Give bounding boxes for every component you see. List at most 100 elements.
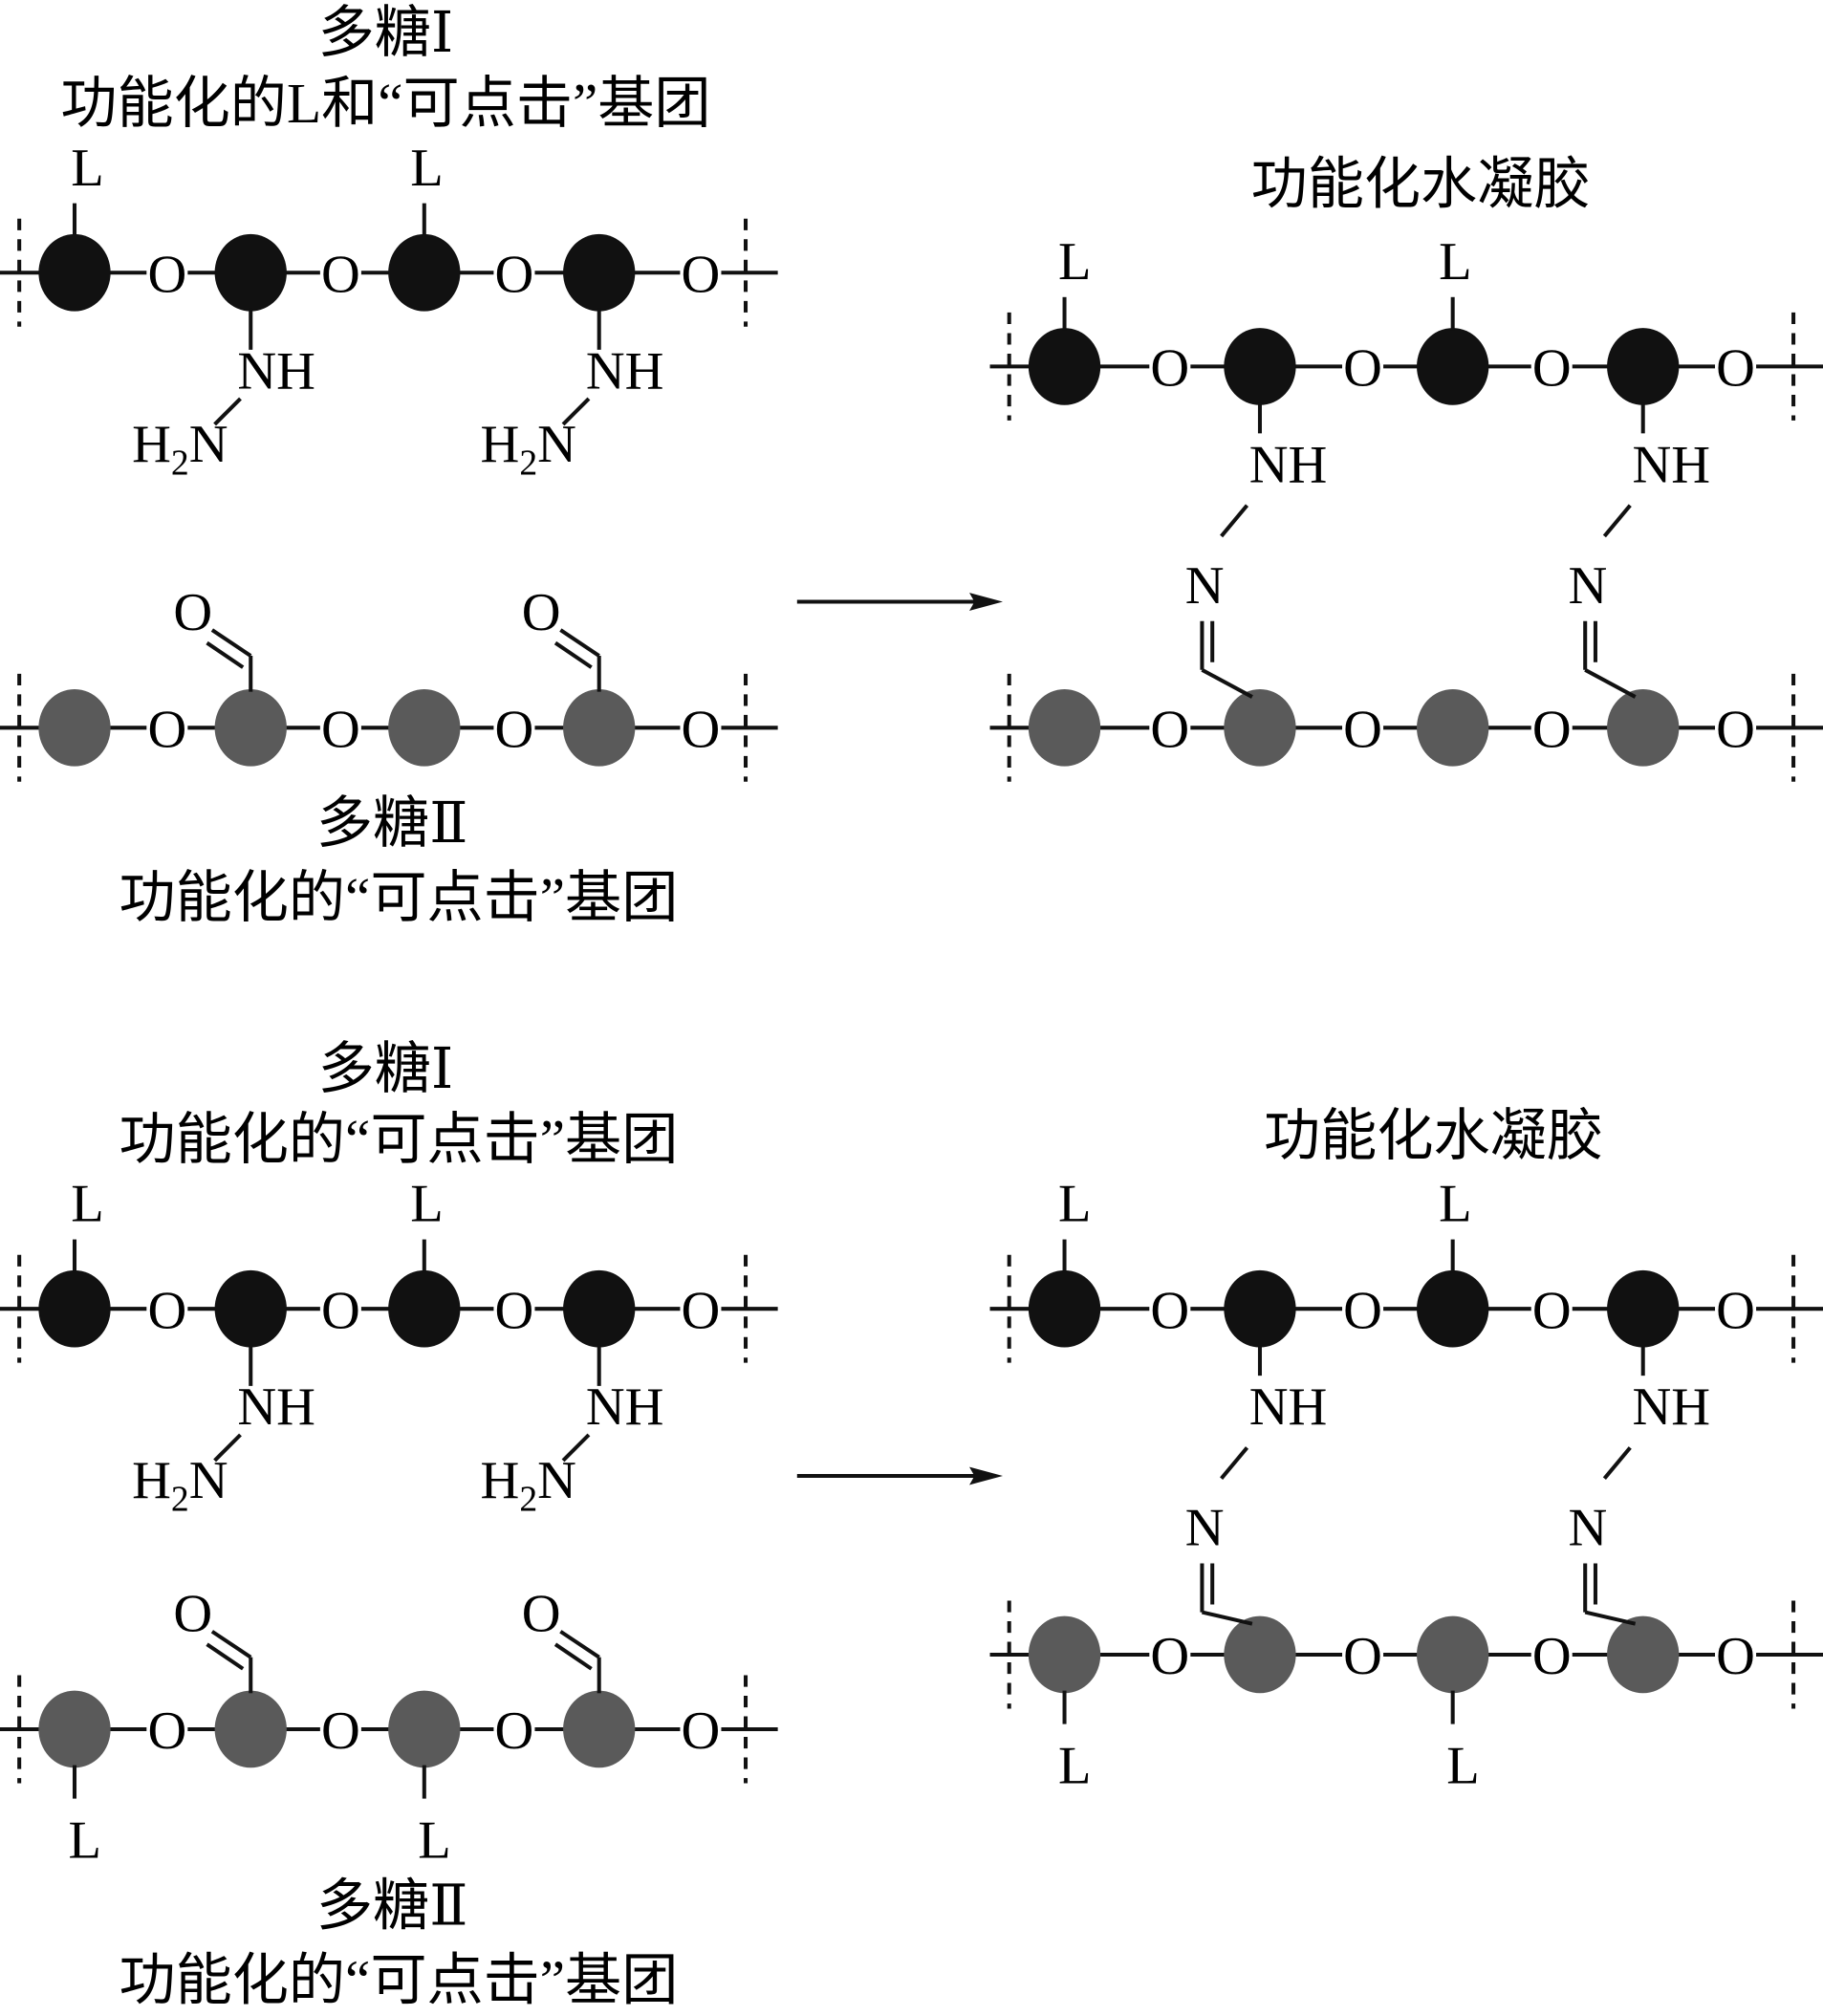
glycosidic-oxygen: O	[682, 1281, 721, 1340]
imine-n: N	[1569, 1499, 1608, 1558]
glycosidic-oxygen: O	[1343, 339, 1382, 399]
polysaccharide-2-monomer	[214, 688, 287, 767]
h2n-label: H2N	[132, 1451, 228, 1519]
o-gap	[146, 1280, 188, 1337]
glycosidic-oxygen: O	[321, 1702, 360, 1761]
glycosidic-oxygen: O	[1150, 700, 1189, 759]
polysaccharide-2-subtitle: 功能化的“可点击”基团	[119, 866, 678, 929]
h2n-label: H2N	[132, 415, 228, 483]
glycosidic-oxygen: O	[1150, 1627, 1189, 1686]
o-gap	[319, 244, 361, 301]
hydrogel-chain-2-monomer	[1607, 1615, 1680, 1694]
glycosidic-oxygen: O	[682, 245, 721, 304]
ligand-L: L	[410, 139, 444, 198]
polysaccharide-1-monomer	[563, 1269, 636, 1348]
h2n-h: H	[481, 1451, 520, 1510]
nh-group: NH	[1249, 435, 1328, 494]
nn-bond	[561, 1433, 591, 1463]
h2n-h: H	[132, 415, 171, 474]
polysaccharide-1-title: 多糖Ⅰ	[318, 1037, 454, 1100]
nn-bond	[1220, 1446, 1249, 1481]
h2n-h: H	[481, 415, 520, 474]
aldehyde-oxygen: O	[522, 1585, 561, 1644]
nn-bond	[1602, 504, 1632, 538]
arrowhead-icon	[969, 1466, 1003, 1485]
o-gap	[1715, 1626, 1757, 1683]
glycosidic-oxygen: O	[1343, 1281, 1382, 1340]
o-gap	[680, 1701, 722, 1758]
aldehyde-oxygen: O	[173, 583, 212, 642]
h2n-label: H2N	[481, 415, 576, 483]
o-gap	[493, 244, 535, 301]
ligand-L: L	[1446, 1736, 1480, 1795]
polysaccharide-2-monomer	[388, 688, 461, 767]
nn-bond	[561, 397, 591, 426]
o-gap	[146, 244, 188, 301]
glycosidic-oxygen: O	[1532, 339, 1572, 399]
o-gap	[1715, 699, 1757, 756]
polysaccharide-2-subtitle: 功能化的“可点击”基团	[119, 1948, 678, 2011]
glycosidic-oxygen: O	[682, 1702, 721, 1761]
hydrogel-chain-2-monomer	[1417, 1615, 1489, 1694]
glycosidic-oxygen: O	[1716, 339, 1755, 399]
ligand-L: L	[69, 1810, 102, 1870]
o-gap	[1715, 1280, 1757, 1337]
aldehyde-oxygen: O	[522, 583, 561, 642]
h2n-n: N	[537, 415, 576, 474]
o-gap	[1149, 1280, 1191, 1337]
h2n-subscript: 2	[171, 1479, 189, 1519]
nn-bond	[1220, 504, 1249, 538]
polysaccharide-2-monomer	[38, 688, 111, 767]
polysaccharide-2-monomer	[214, 1690, 287, 1768]
polysaccharide-2-title: 多糖Ⅱ	[316, 1874, 468, 1937]
polysaccharide-1-monomer	[388, 1269, 461, 1348]
cn-bond	[1584, 668, 1637, 699]
o-gap	[319, 1280, 361, 1337]
glycosidic-oxygen: O	[321, 245, 360, 304]
polysaccharide-1-monomer	[563, 233, 636, 312]
o-gap	[146, 699, 188, 756]
h2n-subscript: 2	[519, 443, 537, 483]
glycosidic-oxygen: O	[1343, 1627, 1382, 1686]
co-double-bond	[553, 1642, 593, 1671]
polysaccharide-2-monomer	[563, 688, 636, 767]
hydrogel-chain-1-monomer	[1607, 328, 1680, 405]
polysaccharide-1-monomer	[38, 1269, 111, 1348]
glycosidic-oxygen: O	[495, 1702, 534, 1761]
glycosidic-oxygen: O	[495, 245, 534, 304]
glycosidic-oxygen: O	[1532, 1281, 1572, 1340]
nh-group: NH	[1633, 1377, 1711, 1437]
polysaccharide-1-monomer	[214, 233, 287, 312]
hydrogel-title: 功能化水凝胶	[1264, 1104, 1603, 1167]
polysaccharide-2-title: 多糖Ⅱ	[316, 791, 468, 855]
nh-group: NH	[1633, 435, 1711, 494]
h2n-subscript: 2	[171, 443, 189, 483]
o-gap	[1530, 1280, 1573, 1337]
nn-bond	[213, 1433, 242, 1463]
cn-bond	[1201, 1610, 1253, 1626]
nh-group: NH	[1249, 1377, 1328, 1437]
o-gap	[146, 1701, 188, 1758]
glycosidic-oxygen: O	[147, 1281, 186, 1340]
o-gap	[319, 1701, 361, 1758]
o-gap	[1342, 337, 1384, 396]
o-gap	[493, 1701, 535, 1758]
nh-group: NH	[586, 1377, 664, 1437]
co-double-bond	[210, 1630, 252, 1659]
h2n-label: H2N	[481, 1451, 576, 1519]
hydrogel-chain-1-monomer	[1607, 1269, 1680, 1348]
co-double-bond	[206, 1642, 245, 1671]
polysaccharide-2-monomer	[563, 1690, 636, 1768]
hydrogel-chain-1-monomer	[1224, 328, 1296, 405]
aldehyde-oxygen: O	[173, 1585, 212, 1644]
glycosidic-oxygen: O	[321, 1281, 360, 1340]
hydrogel-chain-1-monomer	[1224, 1269, 1296, 1348]
imine-n: N	[1569, 556, 1608, 616]
hydrogel-chain-2-monomer	[1224, 688, 1296, 767]
glycosidic-oxygen: O	[1716, 1627, 1755, 1686]
o-gap	[1149, 1626, 1191, 1683]
o-gap	[680, 699, 722, 756]
ligand-L: L	[418, 1810, 451, 1870]
ligand-L: L	[1058, 1175, 1092, 1234]
